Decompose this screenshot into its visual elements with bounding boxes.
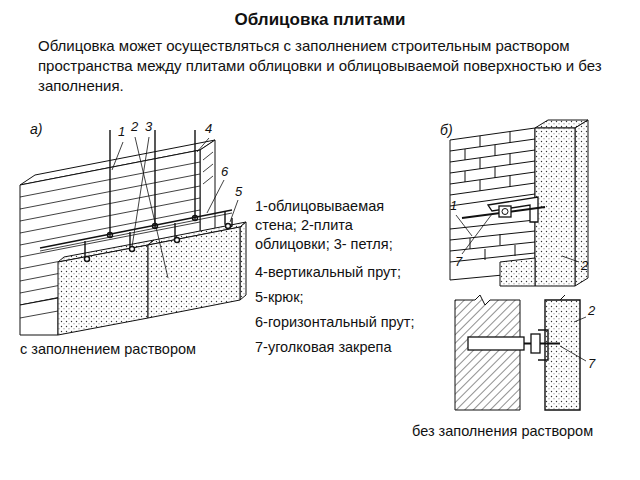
callout-number: 1 — [118, 124, 125, 140]
callout-number: 2 — [581, 258, 588, 274]
rods-and-loops — [40, 130, 232, 262]
page-title: Облицовка плитами — [0, 10, 640, 30]
cramp-section — [455, 295, 580, 410]
key-line: 5-крюк; — [255, 289, 304, 306]
figure-letter: а) — [30, 121, 42, 138]
leader-lines — [456, 214, 579, 262]
callout-number: 7 — [588, 356, 595, 372]
callout-number: 2 — [131, 119, 138, 135]
callout-number: 3 — [145, 119, 152, 135]
key-line: 7-уголковая закрепа — [255, 339, 391, 356]
key-line: 1-облицовываемая стена; 2-плита облицовк… — [255, 197, 423, 254]
intro-text: Облицовка может осуществляться с заполне… — [38, 36, 618, 96]
cramp-perspective — [450, 120, 588, 286]
figure-caption: с заполнением раствором — [20, 341, 196, 358]
key-line: 4-вертикальный прут; — [255, 264, 401, 281]
callout-number: 1 — [450, 198, 457, 214]
callout-number: 2 — [588, 303, 595, 319]
figure-caption: без заполнения раствором — [412, 423, 593, 440]
callout-number: 5 — [235, 184, 242, 200]
callout-number: 7 — [455, 254, 462, 270]
leader-lines — [112, 137, 238, 278]
callout-number: 6 — [221, 164, 228, 180]
leader-lines — [560, 317, 586, 361]
key-line: 6-горизонтальный прут; — [255, 314, 414, 331]
callout-number: 4 — [205, 121, 212, 137]
figure-letter: б) — [440, 122, 453, 139]
